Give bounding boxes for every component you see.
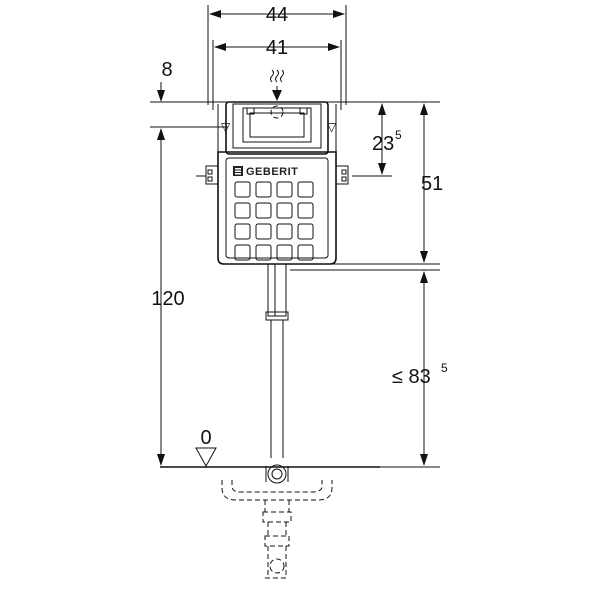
grid-cell xyxy=(255,181,272,198)
grid-cell xyxy=(297,202,314,219)
dim-width-inner-label: 41 xyxy=(266,37,288,59)
dim-top-offset-label: 8 xyxy=(161,59,172,81)
dim-pipe-height-label: ≤ 83 xyxy=(392,366,431,388)
drain-outline xyxy=(221,480,333,579)
grid-cell xyxy=(276,244,293,261)
grid-cell xyxy=(255,223,272,240)
grid-cell xyxy=(276,223,293,240)
floor-level-label: 0 xyxy=(200,427,211,449)
grid-cell xyxy=(234,223,251,240)
svg-text:▽: ▽ xyxy=(327,120,337,134)
cistern-top-frame: ▽ ▽ xyxy=(217,101,337,170)
dim-width-outer-label: 44 xyxy=(266,4,288,26)
dim-bracket-height-label: 23 xyxy=(372,133,394,155)
brand-logo: GEBERIT xyxy=(233,166,298,178)
dim-top-offset: 8 xyxy=(150,59,440,128)
grid-cell xyxy=(255,202,272,219)
dim-pipe-height-sup: 5 xyxy=(441,361,448,375)
dim-bracket-height-sup: 5 xyxy=(395,128,402,142)
floor-level-marker-icon xyxy=(195,447,217,468)
grid-cell xyxy=(297,244,314,261)
svg-text:▽: ▽ xyxy=(221,120,231,134)
side-bracket-left xyxy=(196,165,219,185)
grid-cell xyxy=(297,223,314,240)
grid-cell xyxy=(276,202,293,219)
grid-cell xyxy=(234,202,251,219)
dim-width-outer: 44 xyxy=(207,4,347,105)
grid-cell xyxy=(234,181,251,198)
floor-level: 0 xyxy=(160,427,440,468)
dim-total-height-label: 120 xyxy=(151,288,184,310)
flush-pipe xyxy=(265,263,289,458)
water-inlet-icon xyxy=(270,69,284,101)
grid-cell xyxy=(297,181,314,198)
dim-tank-height: 51 xyxy=(290,103,443,265)
dim-width-inner: 41 xyxy=(212,37,342,110)
flush-button-grid xyxy=(234,181,314,261)
pipe-bend xyxy=(265,464,289,484)
dim-pipe-height: ≤ 83 5 xyxy=(290,269,448,466)
grid-cell xyxy=(276,181,293,198)
grid-cell xyxy=(255,244,272,261)
grid-cell xyxy=(234,244,251,261)
side-bracket-right xyxy=(335,165,349,185)
dim-total-height: 120 xyxy=(151,128,185,466)
dim-tank-height-label: 51 xyxy=(421,173,443,195)
dim-bracket-height: 23 5 xyxy=(352,103,402,177)
brand-name: GEBERIT xyxy=(246,166,298,178)
